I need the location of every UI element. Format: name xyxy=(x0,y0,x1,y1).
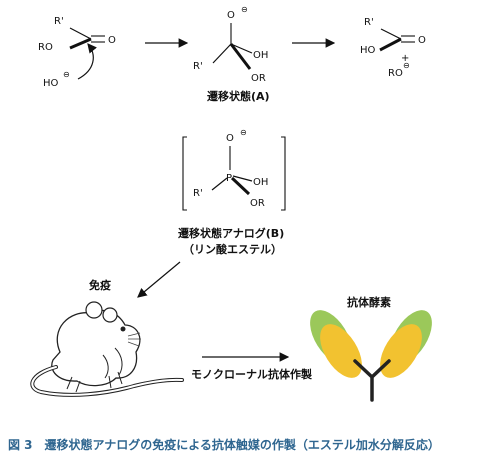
nucleophilic-attack-arrow xyxy=(77,43,98,80)
immunization-arrow xyxy=(137,261,181,298)
reactant-oxygen: O xyxy=(108,35,116,46)
analog-charge: ⊖ xyxy=(240,128,247,137)
left-yellow-chain xyxy=(320,324,362,378)
mouse-illustration xyxy=(30,301,184,397)
antibody-stem xyxy=(353,359,391,402)
analog-o-minus: O xyxy=(226,133,234,144)
analog-oh: OH xyxy=(253,177,268,188)
transition-o-minus: O xyxy=(227,10,235,21)
transition-state-analog-b: O ⊖ P OH R' OR 遷移状態アナログ(B) （リン酸エステル） xyxy=(178,128,286,256)
product-r-prime: R' xyxy=(364,17,374,28)
product-oxygen: O xyxy=(418,35,426,46)
transition-r-prime: R' xyxy=(193,61,203,72)
hydroxide-label: HO xyxy=(43,78,59,89)
product-ro: RO xyxy=(388,68,403,79)
plus-sign: + xyxy=(401,53,409,64)
transition-charge: ⊖ xyxy=(241,5,248,14)
immunization-label: 免疫 xyxy=(89,278,111,292)
product-ho: HO xyxy=(360,45,376,56)
product-charge: ⊖ xyxy=(403,61,410,70)
monoclonal-label: モノクローナル抗体作製 xyxy=(191,367,313,381)
hydroxide-charge: ⊖ xyxy=(63,70,70,79)
transition-state-label: 遷移状態(A) xyxy=(207,89,270,103)
reactant-r-prime: R' xyxy=(54,16,64,27)
antibody-illustration xyxy=(310,310,432,402)
analog-sublabel: （リン酸エステル） xyxy=(183,242,282,256)
analog-label: 遷移状態アナログ(B) xyxy=(178,226,284,240)
catalytic-antibody-label: 抗体酵素 xyxy=(347,295,391,309)
analog-r-prime: R' xyxy=(193,188,203,199)
figure-caption: 図 3 遷移状態アナログの免疫による抗体触媒の作製（エステル加水分解反応） xyxy=(8,437,440,452)
transition-state-a: O ⊖ OH R' OR 遷移状態(A) xyxy=(193,5,270,103)
phosphorus-atom: P xyxy=(226,173,232,184)
transition-oh: OH xyxy=(253,50,268,61)
reactant-ester: R' RO O HO ⊖ xyxy=(38,16,116,89)
analog-or: OR xyxy=(250,198,265,209)
reactant-ro: RO xyxy=(38,42,53,53)
transition-or: OR xyxy=(251,73,266,84)
right-yellow-chain xyxy=(380,324,422,378)
products: R' HO O + RO ⊖ xyxy=(360,17,426,79)
